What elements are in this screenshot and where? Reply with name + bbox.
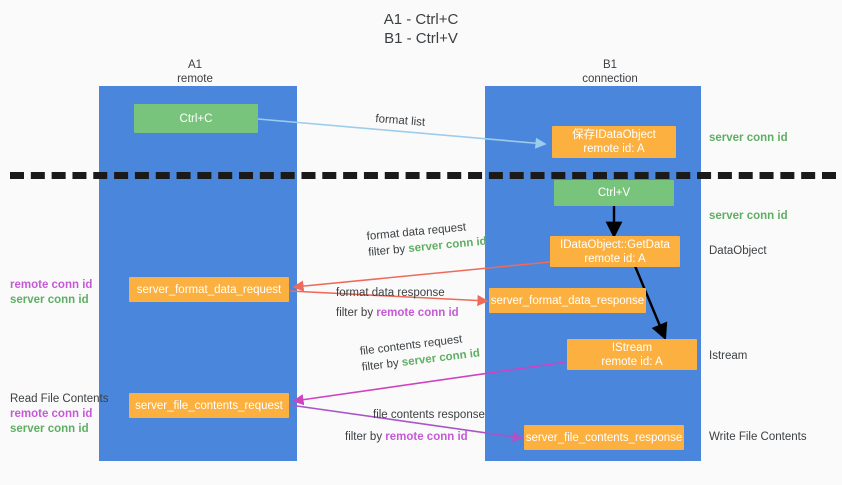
box-getdata-line2: remote id: A [584, 252, 646, 265]
box-istream-line2: remote id: A [601, 355, 663, 368]
label-server-conn-id-mid: server conn id [709, 210, 788, 222]
box-getdata-line1: IDataObject::GetData [560, 238, 670, 251]
box-getdata[interactable]: IDataObject::GetData remote id: A [550, 236, 680, 267]
label-write-file-contents: Write File Contents [709, 431, 807, 443]
caption-format-data-request: format data request filter by server con… [366, 218, 487, 261]
left-conn-id-group-1: remote conn id server conn id [10, 278, 92, 308]
label-dataobject: DataObject [709, 245, 767, 257]
box-save-idataobject[interactable]: 保存IDataObject remote id: A [552, 126, 676, 158]
box-istream-line1: IStream [611, 341, 653, 354]
lane-header-b1-sub: connection [582, 73, 638, 85]
caption-format-data-request-prefix: filter by [367, 243, 409, 259]
caption-file-contents-response: file contents response filter by remote … [345, 407, 485, 445]
caption-format-data-response-prefix: filter by [336, 307, 377, 319]
lane-header-a1-name: A1 [187, 59, 203, 71]
box-server-file-contents-request-label: server_file_contents_request [135, 399, 283, 412]
caption-file-contents-request: file contents request filter by server c… [359, 330, 481, 376]
caption-file-contents-response-line2: filter by remote conn id [345, 429, 485, 445]
label-server-conn-id-2: server conn id [10, 423, 89, 435]
caption-file-contents-response-line1: file contents response [373, 409, 485, 421]
lane-header-b1-name: B1 [602, 59, 618, 71]
caption-file-contents-response-prefix: filter by [345, 431, 386, 443]
box-save-idataobject-line2: remote id: A [583, 143, 645, 155]
box-ctrl-v-label: Ctrl+V [597, 187, 631, 199]
lane-header-a1-sub: remote [177, 73, 213, 85]
label-remote-conn-id-1: remote conn id [10, 279, 93, 291]
box-server-format-data-request[interactable]: server_format_data_request [129, 277, 289, 302]
lane-header-b1: B1 connection [545, 58, 675, 86]
caption-format-data-response-value: remote conn id [376, 307, 459, 319]
caption-format-list: format list [375, 111, 426, 131]
box-server-format-data-response-label: server_format_data_response [490, 294, 645, 307]
box-ctrl-v[interactable]: Ctrl+V [554, 180, 674, 206]
label-remote-conn-id-2: remote conn id [10, 408, 93, 420]
box-server-file-contents-response-label: server_file_contents_response [525, 431, 683, 444]
caption-format-data-response-line1: format data response [336, 287, 445, 299]
caption-file-contents-response-value: remote conn id [385, 431, 468, 443]
lane-header-a1: A1 remote [130, 58, 260, 86]
caption-file-contents-request-prefix: filter by [361, 356, 403, 374]
box-server-format-data-response[interactable]: server_format_data_response [489, 288, 646, 313]
box-server-file-contents-response[interactable]: server_file_contents_response [524, 425, 684, 450]
box-save-idataobject-line1: 保存IDataObject [572, 129, 656, 141]
caption-format-data-response: format data response filter by remote co… [336, 285, 459, 321]
left-conn-id-group-2: Read File Contents remote conn id server… [10, 392, 108, 437]
caption-format-list-text: format list [374, 112, 426, 129]
caption-format-data-response-line2: filter by remote conn id [336, 305, 459, 321]
page-title: A1 - Ctrl+C B1 - Ctrl+V [383, 11, 459, 47]
phase-divider [10, 172, 836, 179]
box-ctrl-c-label: Ctrl+C [179, 112, 213, 125]
box-server-format-data-request-label: server_format_data_request [136, 283, 282, 296]
label-server-conn-id-1: server conn id [10, 294, 89, 306]
box-istream[interactable]: IStream remote id: A [567, 339, 697, 370]
box-ctrl-c[interactable]: Ctrl+C [134, 104, 258, 133]
box-server-file-contents-request[interactable]: server_file_contents_request [129, 393, 289, 418]
label-istream: Istream [709, 350, 748, 362]
label-server-conn-id-top: server conn id [709, 132, 788, 144]
label-read-file-contents: Read File Contents [10, 393, 109, 405]
